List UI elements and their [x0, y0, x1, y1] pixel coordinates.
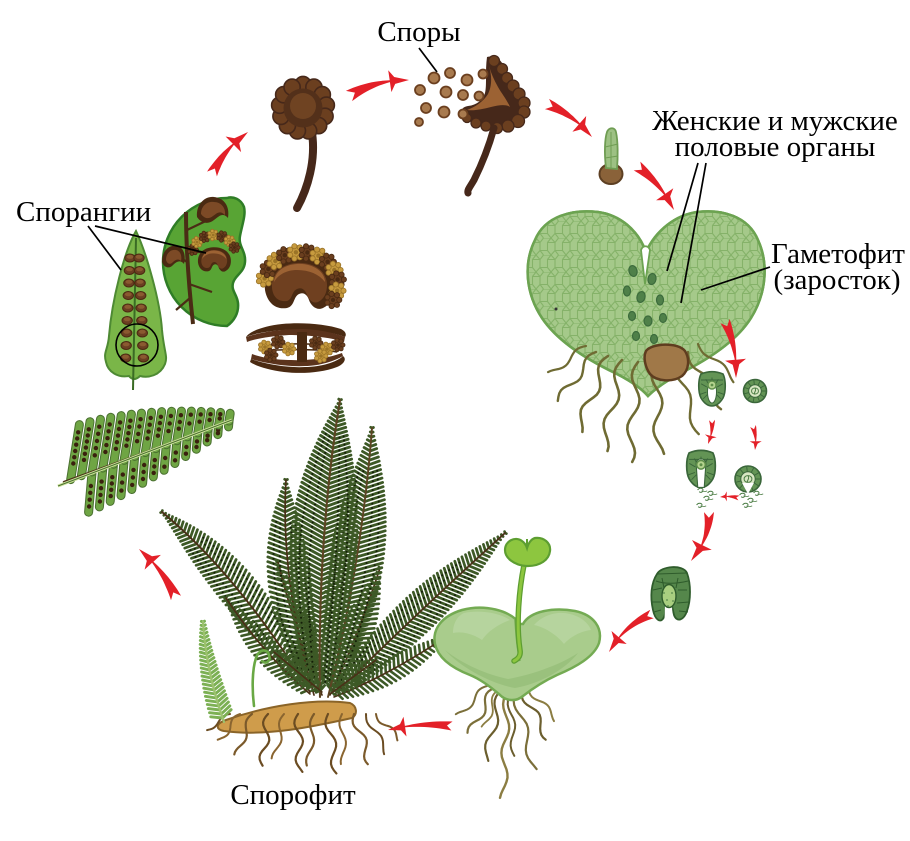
svg-text:Споры: Споры — [377, 16, 460, 48]
svg-text:Гаметофит: Гаметофит — [771, 238, 905, 270]
svg-text:Спорофит: Спорофит — [230, 779, 356, 811]
svg-text:Спорангии: Спорангии — [16, 196, 151, 228]
svg-text:Женские и мужские: Женские и мужские — [652, 105, 898, 137]
svg-text:(заросток): (заросток) — [773, 264, 900, 296]
svg-text:половые органы: половые органы — [675, 131, 876, 163]
